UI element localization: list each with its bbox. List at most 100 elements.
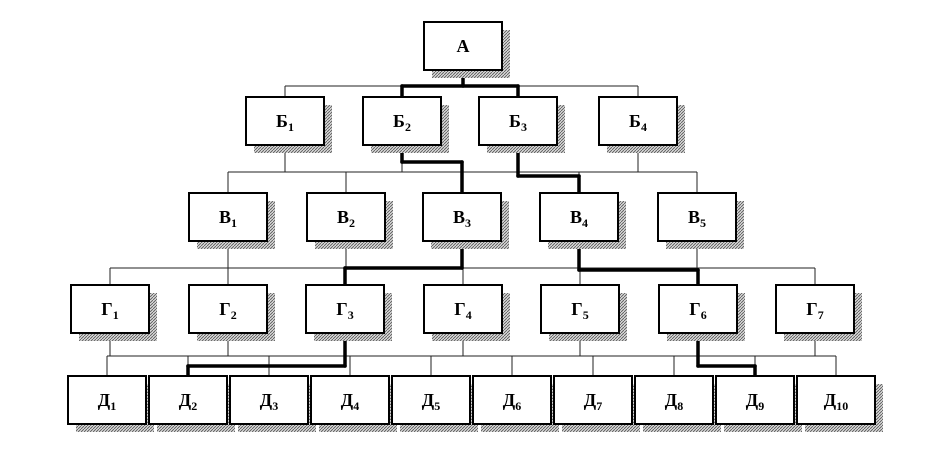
node-Б1: Б1 <box>245 96 332 153</box>
node-box <box>553 375 633 425</box>
node-label: Д8 <box>665 390 683 413</box>
node-box <box>67 375 147 425</box>
node-Г2: Г2 <box>188 284 275 341</box>
node-box <box>306 192 386 242</box>
node-shadow <box>666 241 744 249</box>
node-Г7: Г7 <box>775 284 862 341</box>
node-box <box>634 375 714 425</box>
node-label: Д4 <box>341 390 359 413</box>
node-Г1: Г1 <box>70 284 157 341</box>
node-Д4: Д4 <box>310 375 397 432</box>
node-Г6: Г6 <box>658 284 745 341</box>
node-label: Б1 <box>276 111 294 134</box>
node-box <box>70 284 150 334</box>
node-shadow <box>643 424 721 432</box>
node-В2: В2 <box>306 192 393 249</box>
node-shadow <box>502 293 510 341</box>
node-label: Г1 <box>101 299 118 322</box>
node-shadow <box>432 333 510 341</box>
node-Б3: Б3 <box>478 96 565 153</box>
node-shadow <box>79 333 157 341</box>
node-box <box>310 375 390 425</box>
node-Д8: Д8 <box>634 375 721 432</box>
node-shadow <box>667 333 745 341</box>
node-shadow <box>557 105 565 153</box>
node-box <box>540 284 620 334</box>
node-shadow <box>548 241 626 249</box>
node-label: Г4 <box>454 299 471 322</box>
node-label: Д1 <box>98 390 116 413</box>
node-shadow <box>618 201 626 249</box>
node-Д9: Д9 <box>715 375 802 432</box>
node-shadow <box>737 293 745 341</box>
node-label: Б3 <box>509 111 527 134</box>
node-label: Д5 <box>422 390 440 413</box>
node-Д7: Д7 <box>553 375 640 432</box>
node-Г3: Г3 <box>305 284 392 341</box>
node-box <box>478 96 558 146</box>
node-Д1: Д1 <box>67 375 154 432</box>
node-shadow <box>431 241 509 249</box>
node-label: В5 <box>688 207 706 230</box>
node-Г4: Г4 <box>423 284 510 341</box>
node-label: Г7 <box>806 299 823 322</box>
node-В3: В3 <box>422 192 509 249</box>
node-box <box>598 96 678 146</box>
node-shadow <box>501 201 509 249</box>
node-shadow <box>784 333 862 341</box>
node-label: В3 <box>453 207 471 230</box>
node-shadow <box>677 105 685 153</box>
node-Г5: Г5 <box>540 284 627 341</box>
node-label: Д6 <box>503 390 521 413</box>
node-label: Д2 <box>179 390 197 413</box>
node-label: Г3 <box>336 299 353 322</box>
node-label: Д10 <box>824 390 848 413</box>
node-label: Г5 <box>571 299 588 322</box>
node-shadow <box>314 333 392 341</box>
node-shadow <box>371 145 449 153</box>
node-shadow <box>502 30 510 78</box>
node-shadow <box>875 384 883 432</box>
node-box <box>796 375 876 425</box>
node-shadow <box>319 424 397 432</box>
node-box <box>423 284 503 334</box>
node-label: А <box>457 36 470 56</box>
node-box <box>422 192 502 242</box>
node-box <box>362 96 442 146</box>
node-shadow <box>562 424 640 432</box>
node-label: В2 <box>337 207 355 230</box>
node-shadow <box>724 424 802 432</box>
node-shadow <box>385 201 393 249</box>
node-shadow <box>197 241 275 249</box>
node-label: Д7 <box>584 390 602 413</box>
node-Д6: Д6 <box>472 375 559 432</box>
node-label: Б2 <box>393 111 411 134</box>
node-Д2: Д2 <box>148 375 235 432</box>
node-shadow <box>441 105 449 153</box>
node-Б4: Б4 <box>598 96 685 153</box>
node-box <box>539 192 619 242</box>
node-box <box>658 284 738 334</box>
node-Д3: Д3 <box>229 375 316 432</box>
node-shadow <box>432 70 510 78</box>
node-shadow <box>315 241 393 249</box>
node-label: Б4 <box>629 111 647 134</box>
node-shadow <box>736 201 744 249</box>
node-shadow <box>549 333 627 341</box>
node-label: Г6 <box>689 299 706 322</box>
node-shadow <box>149 293 157 341</box>
node-Б2: Б2 <box>362 96 449 153</box>
node-В4: В4 <box>539 192 626 249</box>
node-Д5: Д5 <box>391 375 478 432</box>
node-shadow <box>238 424 316 432</box>
node-shadow <box>254 145 332 153</box>
node-А: А <box>423 21 510 78</box>
node-shadow <box>619 293 627 341</box>
node-shadow <box>267 293 275 341</box>
node-shadow <box>400 424 478 432</box>
node-box <box>472 375 552 425</box>
node-box <box>423 21 503 71</box>
node-box <box>188 284 268 334</box>
